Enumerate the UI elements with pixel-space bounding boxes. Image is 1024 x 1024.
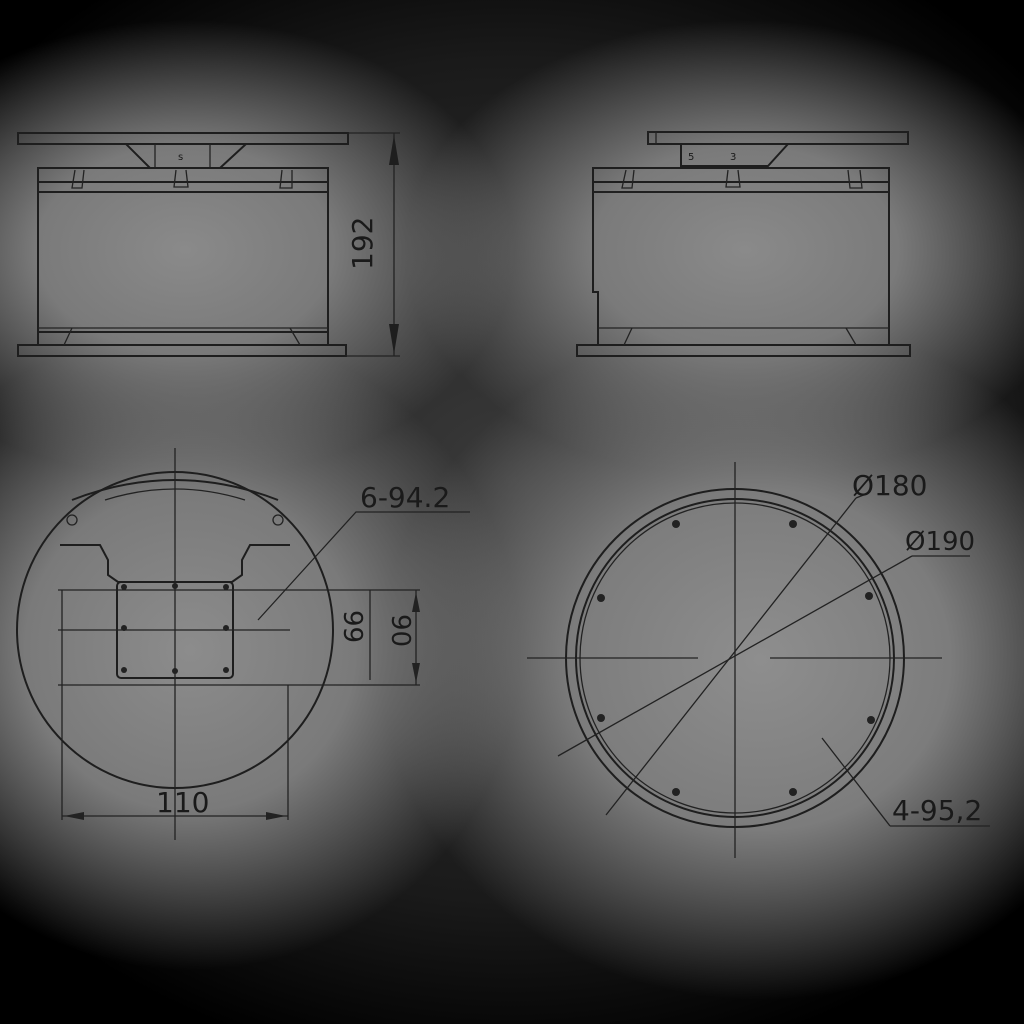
bottom-view: 99 90 110 6-94.2 bbox=[16, 448, 470, 840]
side-bracket-mark-left: 5 bbox=[688, 152, 694, 163]
front-bracket-mark: s bbox=[178, 152, 183, 163]
base-width-dimension: 110 bbox=[156, 786, 209, 819]
side-bracket-mark-right: 3 bbox=[730, 152, 736, 163]
top-view: Ø180 Ø190 4-95,2 bbox=[527, 462, 990, 858]
outer-diameter-callout: Ø190 bbox=[905, 527, 975, 557]
height-dimension: 192 bbox=[346, 217, 379, 270]
inner-diameter-callout: Ø180 bbox=[852, 469, 927, 502]
inner-width-dimension: 99 bbox=[337, 610, 367, 643]
bottom-hole-pattern-callout: 6-94.2 bbox=[360, 481, 450, 514]
outer-width-dimension: 90 bbox=[385, 614, 415, 647]
side-view: 5 3 bbox=[576, 131, 911, 357]
front-view: s 192 bbox=[17, 132, 400, 357]
top-hole-pattern-callout: 4-95,2 bbox=[892, 794, 982, 827]
